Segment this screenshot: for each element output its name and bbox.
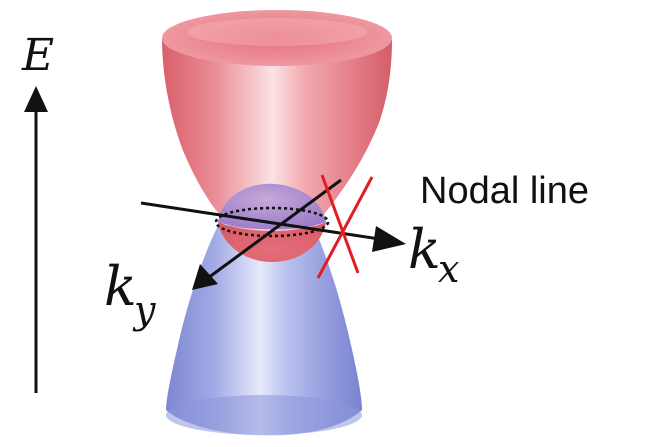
kx-axis-arrowhead bbox=[372, 226, 406, 252]
lower-cone-base-shade bbox=[166, 395, 362, 435]
upper-cone-top-highlight bbox=[187, 18, 367, 46]
energy-axis-label: E bbox=[21, 30, 54, 81]
ky-label: k y bbox=[104, 255, 156, 332]
energy-axis-arrowhead bbox=[24, 86, 48, 112]
nodal-line-label: Nodal line bbox=[420, 170, 589, 212]
red-cross-icon bbox=[318, 175, 372, 278]
energy-axis: E bbox=[21, 30, 54, 393]
kx-label: k x bbox=[408, 218, 459, 291]
